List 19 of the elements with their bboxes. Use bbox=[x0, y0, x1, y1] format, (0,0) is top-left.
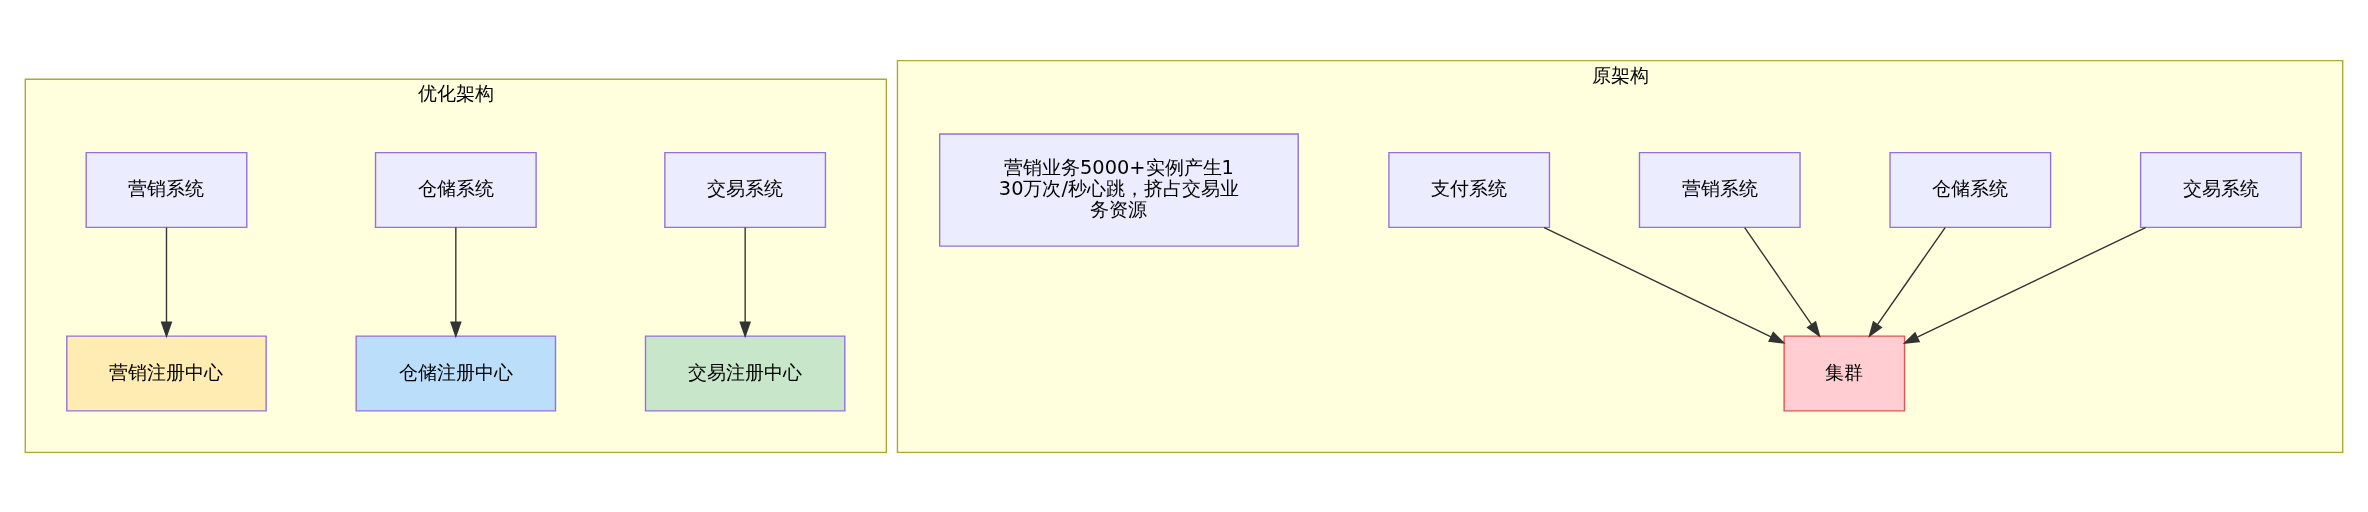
node-box: 交易注册中心 bbox=[644, 334, 846, 412]
node-box: 集群 bbox=[1783, 334, 1906, 412]
node-box: 营销业务5000+实例产生130万次/秒心跳，挤占交易业务资源 bbox=[938, 132, 1299, 247]
node-box: 仓储注册中心 bbox=[355, 334, 557, 412]
node-box: 仓储系统 bbox=[374, 151, 537, 228]
node-box: 营销注册中心 bbox=[66, 334, 267, 412]
arrow bbox=[1902, 226, 2147, 344]
arrow bbox=[1744, 226, 1821, 338]
node-box: 交易系统 bbox=[664, 151, 827, 228]
node-box: 支付系统 bbox=[1388, 151, 1551, 228]
arrow bbox=[1868, 226, 1946, 338]
node-box: 交易系统 bbox=[2139, 151, 2302, 228]
node-box: 营销系统 bbox=[1638, 151, 1801, 228]
arrow bbox=[450, 226, 462, 338]
arrow bbox=[739, 226, 751, 338]
node-box: 仓储系统 bbox=[1889, 151, 2052, 228]
arrow bbox=[1543, 226, 1786, 344]
node-box: 营销系统 bbox=[85, 151, 248, 228]
arrow bbox=[160, 226, 173, 338]
